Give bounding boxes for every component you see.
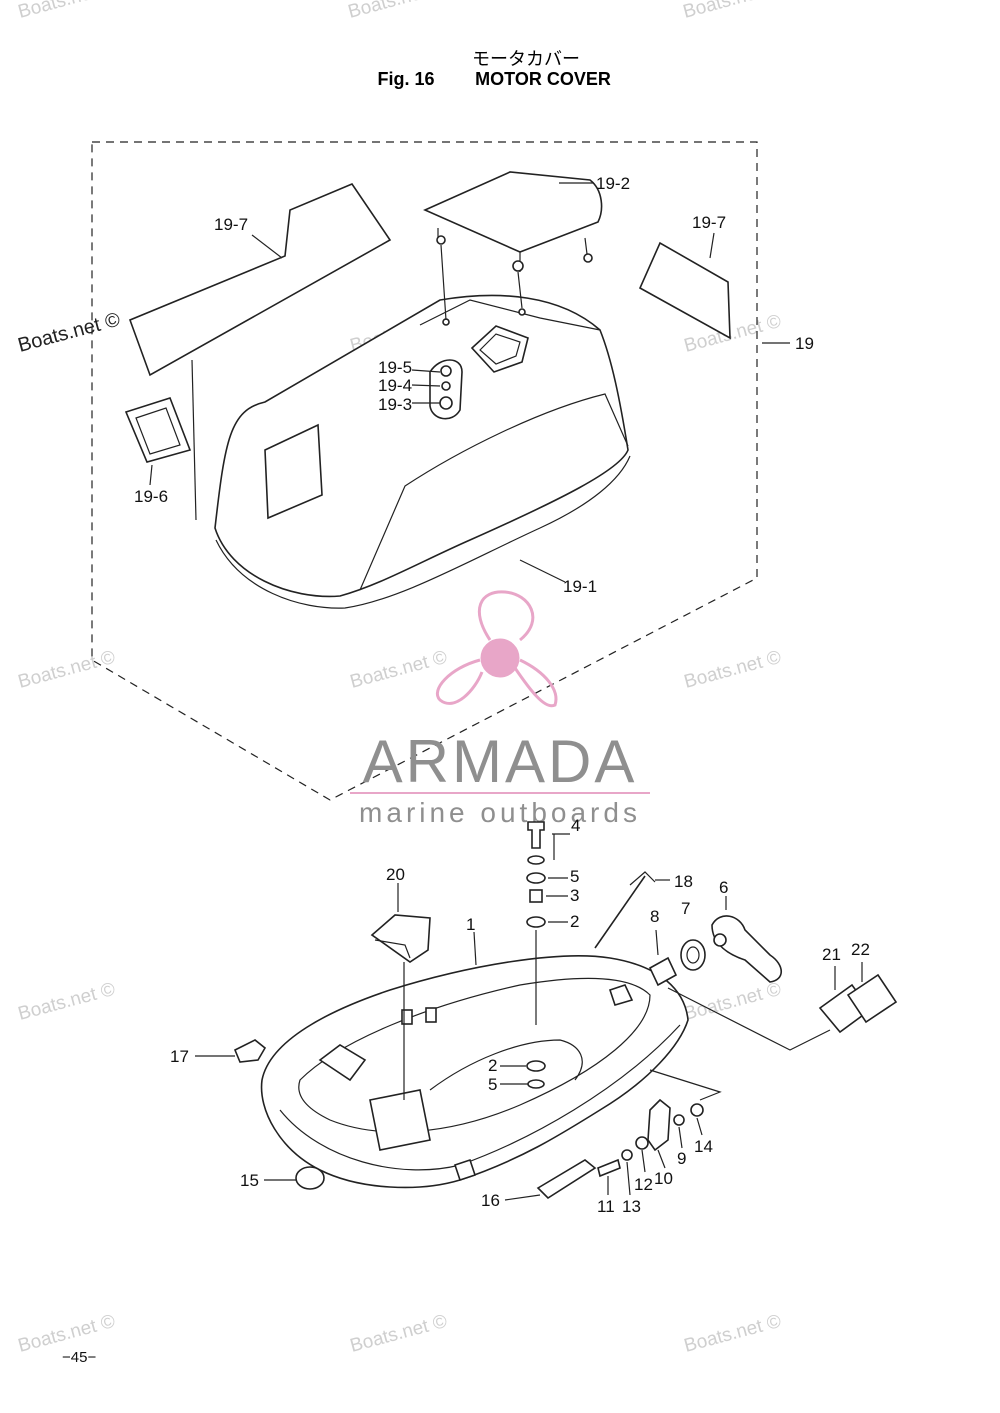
armada-logo: ARMADA marine outboards [350,590,650,828]
lever-handle-6 [711,915,783,983]
watermark: Boats.net © [682,1311,784,1357]
decal-19-7-left [128,183,392,377]
figure-number: Fig. 16 [377,69,434,89]
callout-19-2: 19-2 [596,174,630,193]
callout-19: 19 [795,334,814,353]
lower-cowl-1 [260,955,689,1189]
callout-19-3: 19-3 [378,395,412,414]
washer-5-lower [527,1079,545,1089]
decal-22 [846,973,898,1024]
callout-12: 12 [634,1175,653,1194]
watermark: Boats.net © [16,0,118,23]
callout-21: 21 [822,945,841,964]
hood-lid-19-2 [423,171,603,272]
watermark: Boats.net © [16,647,118,693]
title-japanese: モータカバー [472,49,580,69]
callout-5-upper: 5 [570,867,579,886]
grommet-17 [233,1039,267,1063]
leader [440,244,523,321]
callout-19-4: 19-4 [378,376,412,395]
logo-tagline: marine outboards [359,797,641,828]
watermark: Boats.net © [348,647,450,693]
grommet-19-6 [124,397,192,463]
callout-3: 3 [570,886,579,905]
watermark: Boats.net © [346,0,448,23]
callout-20: 20 [386,865,405,884]
plug-15 [295,1166,325,1190]
figure-title: MOTOR COVER [475,69,611,89]
callout-13: 13 [622,1197,641,1216]
washer-2-lower [526,1060,546,1072]
logo-brand: ARMADA [363,728,638,795]
watermark: Boats.net © [348,1311,450,1357]
callout-14: 14 [694,1137,713,1156]
page-number: −45− [62,1349,96,1366]
callout-11: 11 [597,1197,615,1216]
callout-15: 15 [240,1171,259,1190]
callout-10: 10 [654,1169,673,1188]
watermark: Boats.net © [682,979,784,1025]
callout-16: 16 [481,1191,500,1210]
callout-22: 22 [851,940,870,959]
watermark: Boats.net © [16,308,123,356]
callout-8: 8 [650,907,659,926]
callout-18: 18 [674,872,693,891]
propeller-icon [436,590,558,708]
callout-labels: 19-2 19-7 19-7 19 19-5 19-4 19-3 19-6 19… [134,174,870,1216]
callout-17: 17 [170,1047,189,1066]
bushing-8 [648,956,678,987]
top-cowl-19-1 [214,294,631,609]
callout-2-lower: 2 [488,1056,497,1075]
callout-19-1: 19-1 [563,577,597,596]
decal-19-7-right [638,241,731,340]
callout-2-upper: 2 [570,912,579,931]
watermark: Boats.net © [682,647,784,693]
watermark: Boats.net © [16,979,118,1025]
callout-19-5: 19-5 [378,358,412,377]
latch-hardware [597,1098,704,1178]
callout-7: 7 [681,899,690,918]
callout-19-7-left: 19-7 [214,215,248,234]
ring-7 [680,939,706,971]
callout-1: 1 [466,915,475,934]
watermark: Boats.net © [681,0,783,23]
callout-6: 6 [719,878,728,897]
grommet-16 [536,1159,597,1200]
cable-18 [594,875,646,949]
bolt-stack [526,821,546,1025]
callout-19-7-right: 19-7 [692,213,726,232]
cover-plate-20 [370,914,431,963]
callout-4: 4 [571,816,580,835]
callout-5-lower: 5 [488,1075,497,1094]
callout-9: 9 [677,1149,686,1168]
callout-19-6: 19-6 [134,487,168,506]
